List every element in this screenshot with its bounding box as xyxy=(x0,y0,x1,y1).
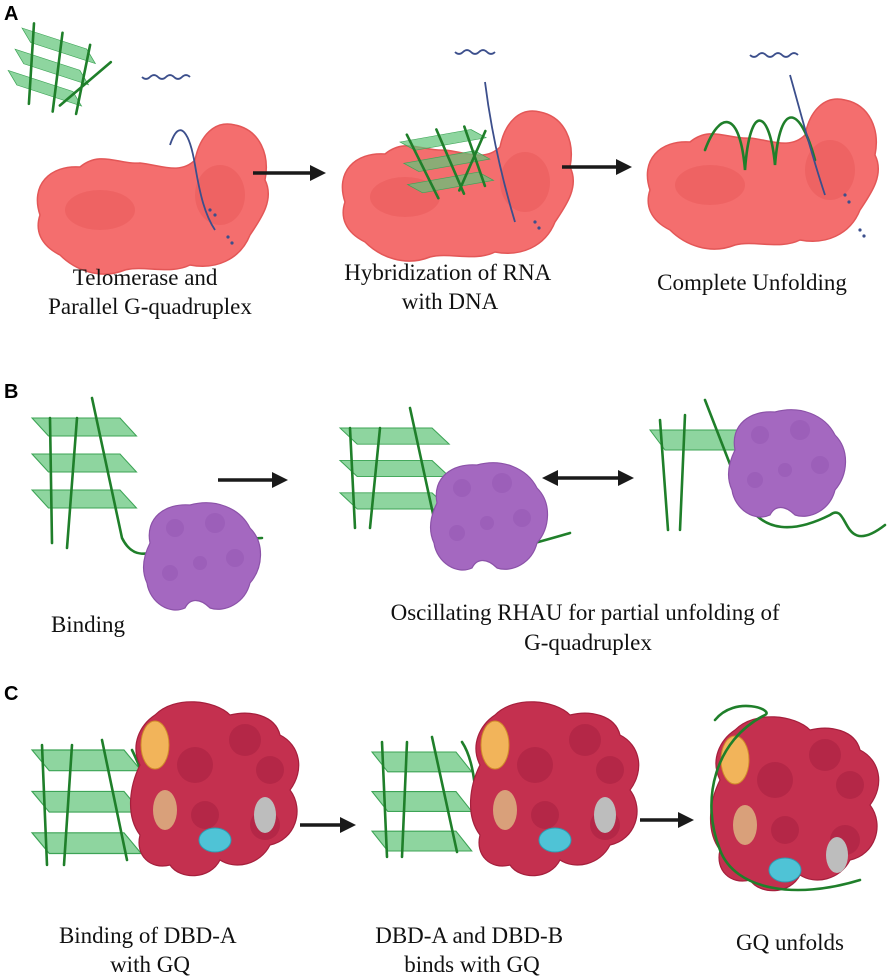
dbd-a-domain xyxy=(720,735,750,785)
g-quadruplex-c2 xyxy=(371,735,489,859)
caption-c1: Binding of DBD-A with GQ xyxy=(59,923,241,977)
dbd-grey-domain xyxy=(254,797,276,833)
dbd-grey-domain xyxy=(826,837,848,873)
panel-c: C xyxy=(4,683,880,977)
caption-a3: Complete Unfolding xyxy=(657,270,847,295)
rhau-b2 xyxy=(429,462,549,571)
arrow-b1 xyxy=(218,472,288,488)
dbd-a-domain xyxy=(480,720,510,770)
g-quadruplex-c1 xyxy=(31,738,169,867)
rpa-c1 xyxy=(129,701,300,877)
dbd-b-domain xyxy=(153,790,177,830)
panel-letter-b: B xyxy=(4,381,18,403)
arrow-b2-bidirectional xyxy=(542,470,634,486)
panel-letter-c: C xyxy=(4,683,18,705)
telomerase-2 xyxy=(341,49,575,262)
caption-b2: Oscillating RHAU for partial unfolding o… xyxy=(391,600,786,655)
rhau-b3 xyxy=(727,409,847,518)
panel-b: B Bin xyxy=(4,381,887,655)
dbd-a-domain xyxy=(140,720,170,770)
dbd-grey-domain xyxy=(594,797,616,833)
dbd-cyan-domain xyxy=(538,827,572,853)
panel-a: A xyxy=(4,3,880,319)
dbd-b-domain xyxy=(733,805,757,845)
caption-c2: DBD-A and DBD-B binds with GQ xyxy=(375,923,569,977)
rhau-b1 xyxy=(142,502,262,611)
dbd-b-domain xyxy=(493,790,517,830)
arrow-a1 xyxy=(253,165,326,181)
arrow-a2 xyxy=(562,159,632,175)
panel-letter-a: A xyxy=(4,3,18,25)
arrow-c2 xyxy=(640,812,694,828)
caption-b1: Binding xyxy=(51,612,126,637)
arrow-c1 xyxy=(300,817,356,833)
caption-c3: GQ unfolds xyxy=(736,930,844,955)
caption-a2: Hybridization of RNA with DNA xyxy=(344,260,555,314)
telomerase-3 xyxy=(646,52,880,250)
free-g-quadruplex xyxy=(4,22,113,116)
dbd-cyan-domain xyxy=(768,857,802,883)
telomerase-1 xyxy=(36,74,270,275)
rpa-c3 xyxy=(709,704,880,892)
dbd-cyan-domain xyxy=(198,827,232,853)
caption-a1: Telomerase and Parallel G-quadruplex xyxy=(48,265,252,319)
rpa-c2 xyxy=(469,701,640,877)
